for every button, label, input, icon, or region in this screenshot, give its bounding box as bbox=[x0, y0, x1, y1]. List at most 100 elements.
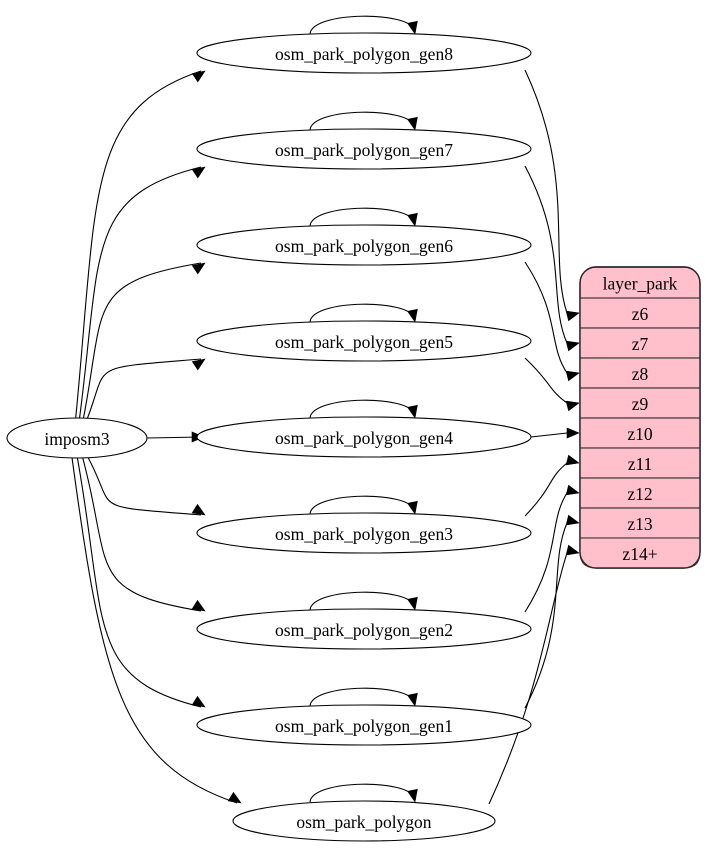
edge-imposm3-to-gen5 bbox=[86, 358, 206, 420]
node-gen5[interactable]: osm_park_polygon_gen5 bbox=[196, 320, 532, 362]
edges-layer bbox=[71, 15, 580, 805]
edge-line bbox=[524, 492, 568, 613]
arrow-head bbox=[407, 596, 418, 611]
node-label-imposm3: imposm3 bbox=[44, 429, 109, 449]
node-shape-base[interactable] bbox=[232, 800, 496, 842]
edge-imposm3-to-gen6 bbox=[82, 262, 206, 420]
arrow-head bbox=[407, 212, 418, 227]
edge-gen3-to-z11 bbox=[524, 454, 580, 517]
arrow-head bbox=[565, 514, 580, 526]
edge-imposm3-to-gen3 bbox=[87, 456, 206, 516]
edge-line bbox=[71, 456, 238, 804]
node-label-gen5: osm_park_polygon_gen5 bbox=[275, 332, 453, 352]
table-row-z14+[interactable]: z14+ bbox=[579, 537, 701, 569]
arrow-head bbox=[565, 370, 580, 382]
edge-gen7-to-z7 bbox=[524, 165, 580, 352]
self-loop-gen6 bbox=[309, 207, 418, 227]
edge-line bbox=[524, 165, 568, 344]
arrow-head bbox=[191, 503, 206, 516]
node-shape-gen3[interactable] bbox=[196, 512, 532, 554]
edge-gen2-to-z12 bbox=[524, 484, 580, 613]
edge-gen8-to-z6 bbox=[524, 69, 580, 322]
table-cell-label-z8: z8 bbox=[632, 364, 649, 384]
node-shape-gen7[interactable] bbox=[196, 128, 532, 170]
edge-imposm3-to-gen4 bbox=[146, 431, 205, 443]
nodes-layer: imposm3 osm_park_polygon_gen8 osm_park_pol… bbox=[6, 32, 532, 842]
table-cell-label-z10: z10 bbox=[627, 424, 653, 444]
edge-line bbox=[524, 261, 568, 374]
node-label-gen4: osm_park_polygon_gen4 bbox=[275, 428, 453, 448]
self-loop-arc bbox=[309, 15, 415, 35]
table-row-z11[interactable]: z11 bbox=[579, 447, 701, 479]
node-label-gen7: osm_park_polygon_gen7 bbox=[275, 140, 453, 160]
edge-line bbox=[524, 357, 568, 404]
node-shape-gen6[interactable] bbox=[196, 224, 532, 266]
arrow-head bbox=[407, 20, 418, 35]
self-loop-arc bbox=[309, 207, 415, 227]
table-cell-bg-z9[interactable] bbox=[579, 387, 701, 419]
self-loop-arc bbox=[309, 783, 415, 803]
node-gen7[interactable]: osm_park_polygon_gen7 bbox=[196, 128, 532, 170]
node-label-gen8: osm_park_polygon_gen8 bbox=[275, 44, 453, 64]
node-gen8[interactable]: osm_park_polygon_gen8 bbox=[196, 32, 532, 74]
table-row-z13[interactable]: z13 bbox=[579, 507, 701, 539]
node-label-gen3: osm_park_polygon_gen3 bbox=[275, 524, 453, 544]
arrow-head bbox=[407, 116, 418, 131]
edge-line bbox=[76, 456, 202, 708]
arrow-head bbox=[565, 340, 580, 352]
arrow-head bbox=[565, 484, 580, 496]
node-shape-gen2[interactable] bbox=[196, 608, 532, 650]
arrow-head bbox=[191, 70, 206, 83]
table-row-z6[interactable]: z6 bbox=[579, 297, 701, 329]
node-base[interactable]: osm_park_polygon bbox=[232, 800, 496, 842]
node-gen2[interactable]: osm_park_polygon_gen2 bbox=[196, 608, 532, 650]
node-shape-gen5[interactable] bbox=[196, 320, 532, 362]
table-cell-bg-z12[interactable] bbox=[579, 477, 701, 509]
node-gen6[interactable]: osm_park_polygon_gen6 bbox=[196, 224, 532, 266]
self-loop-base bbox=[309, 783, 418, 803]
table-row-z7[interactable]: z7 bbox=[579, 327, 701, 359]
edge-line bbox=[82, 262, 202, 420]
node-gen4[interactable]: osm_park_polygon_gen4 bbox=[196, 416, 532, 458]
arrow-head bbox=[191, 166, 206, 179]
edge-line bbox=[524, 462, 568, 517]
table-cell-label-z12: z12 bbox=[627, 484, 652, 504]
edge-line bbox=[87, 456, 202, 516]
node-shape-gen8[interactable] bbox=[196, 32, 532, 74]
edge-line bbox=[524, 522, 568, 709]
edge-gen5-to-z9 bbox=[524, 357, 580, 412]
self-loop-gen3 bbox=[309, 495, 418, 515]
self-loop-gen2 bbox=[309, 591, 418, 611]
table-cell-bg-z7[interactable] bbox=[579, 327, 701, 359]
arrow-head bbox=[565, 454, 580, 466]
table-cell-label-z11: z11 bbox=[628, 454, 653, 474]
self-loop-arc bbox=[309, 303, 415, 323]
table-row-z10[interactable]: z10 bbox=[579, 417, 701, 449]
node-shape-gen4[interactable] bbox=[196, 416, 532, 458]
node-gen1[interactable]: osm_park_polygon_gen1 bbox=[196, 704, 532, 746]
edge-imposm3-to-gen7 bbox=[78, 166, 206, 420]
table-row-z12[interactable]: z12 bbox=[579, 477, 701, 509]
node-gen3[interactable]: osm_park_polygon_gen3 bbox=[196, 512, 532, 554]
table-row-z9[interactable]: z9 bbox=[579, 387, 701, 419]
self-loop-arc bbox=[309, 399, 415, 419]
edge-imposm3-to-gen2 bbox=[81, 456, 206, 612]
node-imposm3[interactable]: imposm3 bbox=[6, 417, 148, 459]
edge-gen4-to-z10 bbox=[530, 427, 580, 439]
edge-line bbox=[86, 358, 202, 420]
table-cell-bg-z11[interactable] bbox=[579, 447, 701, 479]
self-loop-gen7 bbox=[309, 111, 418, 131]
node-label-gen6: osm_park_polygon_gen6 bbox=[275, 236, 453, 256]
arrow-head bbox=[565, 544, 580, 556]
arrow-head bbox=[407, 692, 418, 707]
edge-imposm3-to-gen1 bbox=[76, 456, 206, 708]
node-shape-imposm3[interactable] bbox=[6, 417, 148, 459]
edge-line bbox=[75, 70, 202, 420]
self-loop-gen1 bbox=[309, 687, 418, 707]
edge-line bbox=[78, 166, 202, 420]
node-shape-gen1[interactable] bbox=[196, 704, 532, 746]
table-row-z8[interactable]: z8 bbox=[579, 357, 701, 389]
